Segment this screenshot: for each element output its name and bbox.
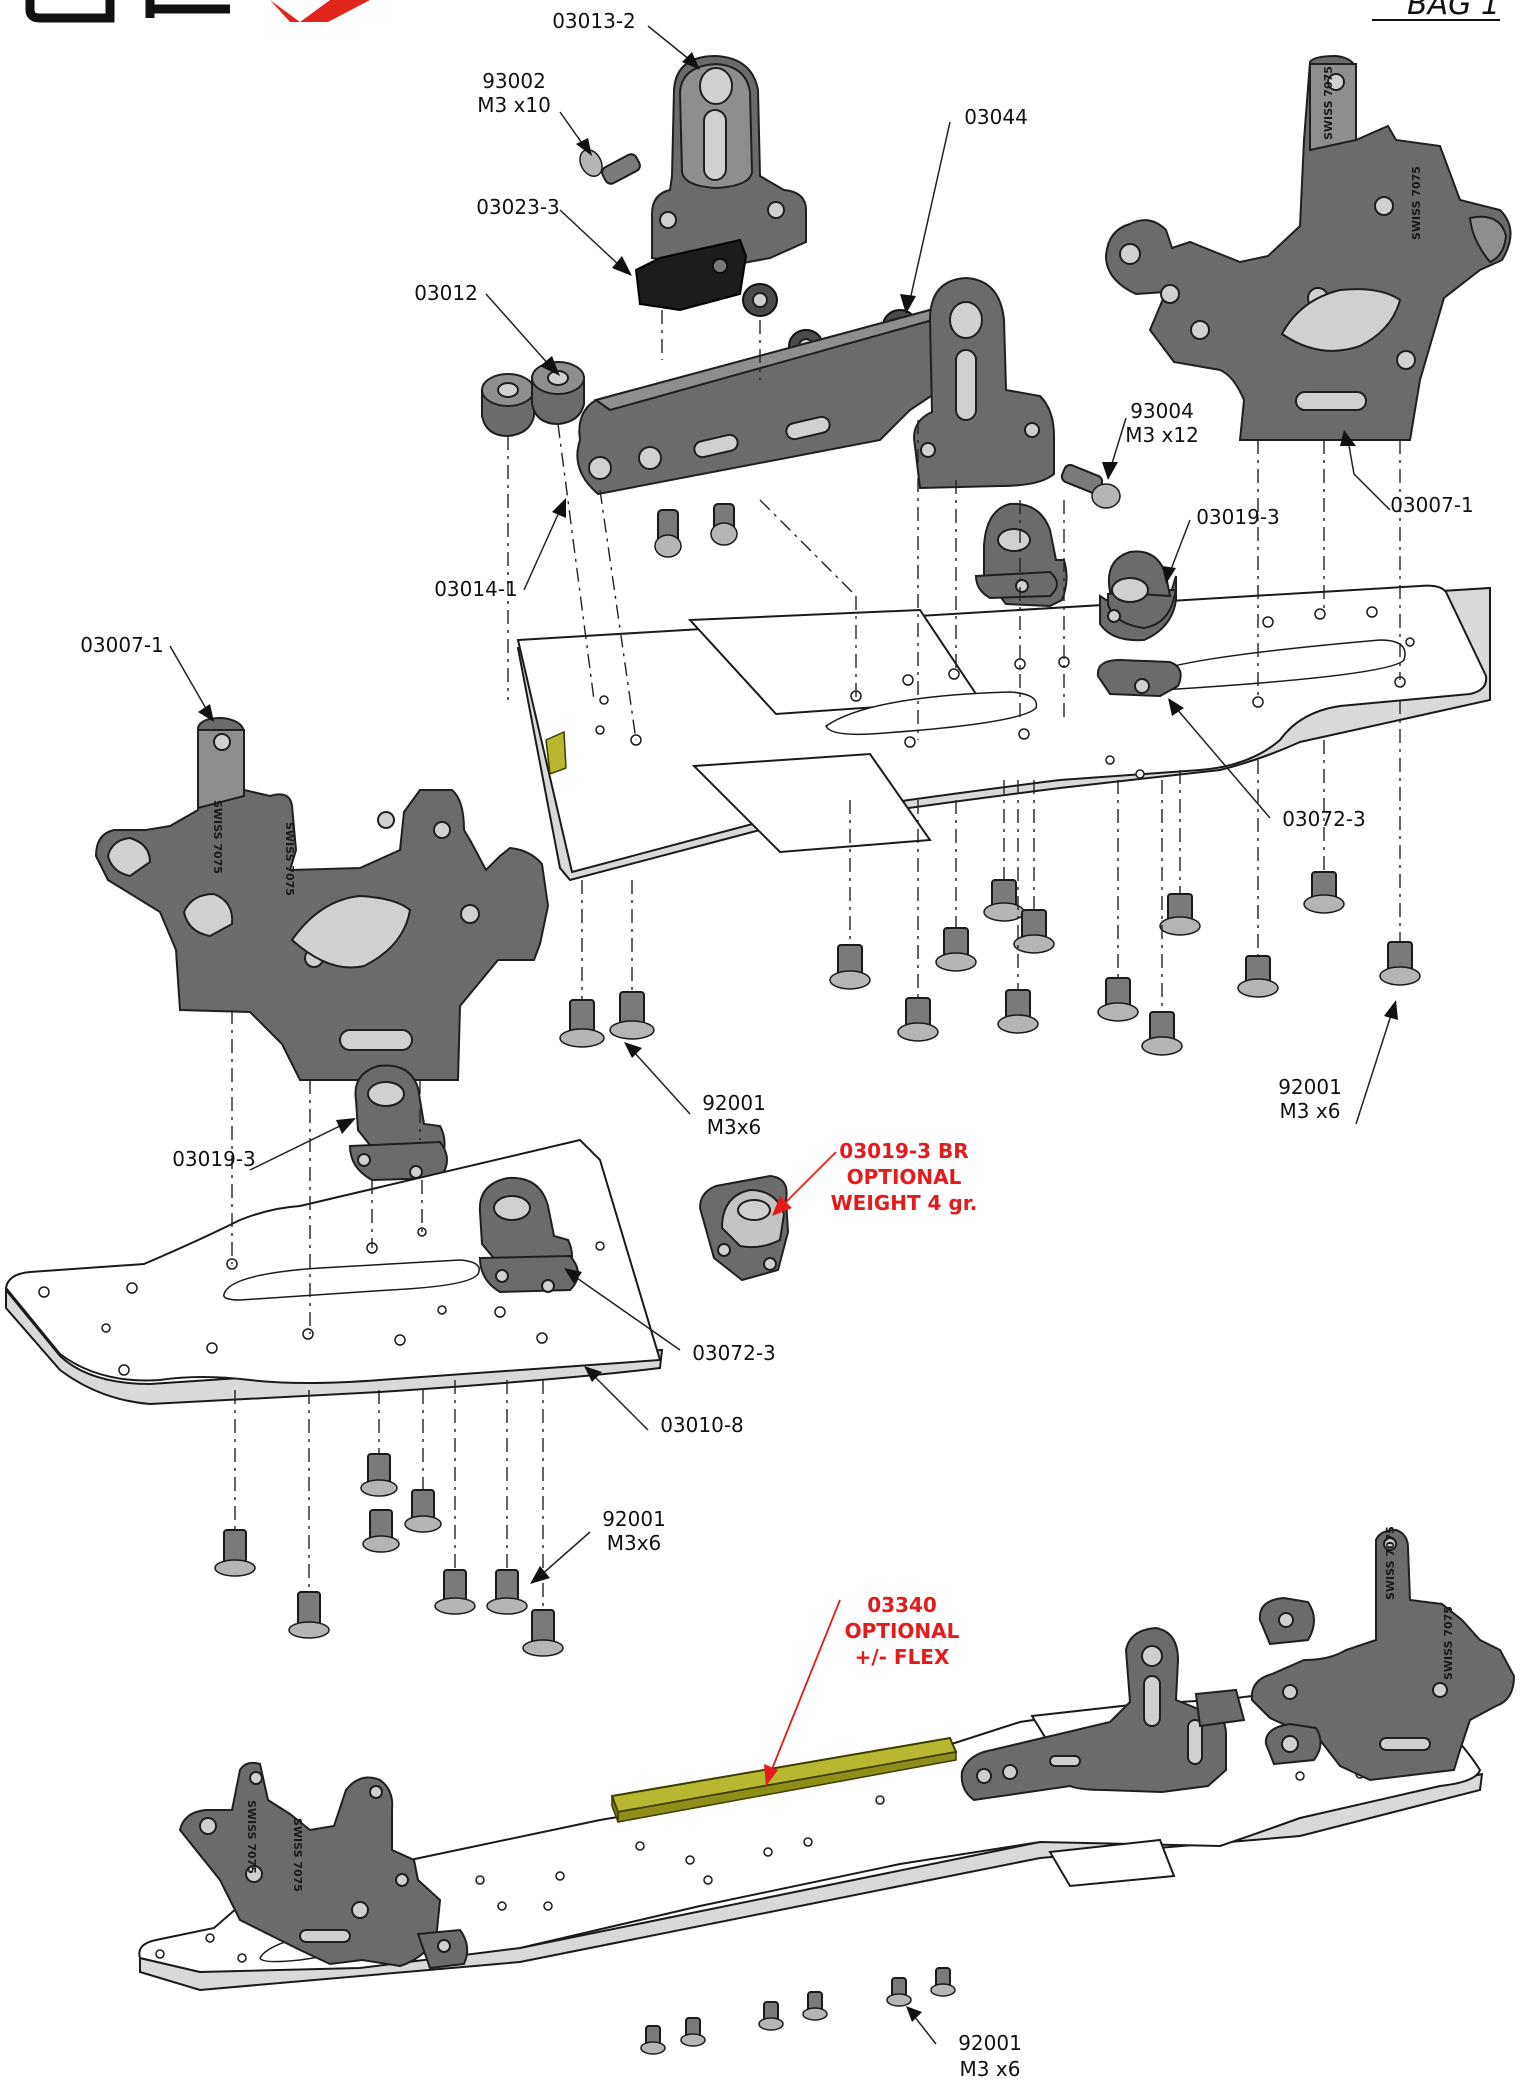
assembled-rear-bulkheads: SWISS 7075 SWISS 7075	[960, 1526, 1516, 1802]
bulkhead-03007-1-top: SWISS 7075 SWISS 7075	[1104, 54, 1512, 441]
page-code: BAG 1	[1407, 0, 1500, 22]
label-03012: 03012	[414, 281, 478, 305]
mount-03019-3-mid	[974, 502, 1068, 608]
bulkhead-arm-03014-1	[576, 308, 961, 496]
svg-text:SWISS 7075: SWISS 7075	[245, 1800, 258, 1874]
alignment-guides	[231, 310, 1401, 1610]
mount-03019-3-left-b	[478, 1176, 579, 1294]
svg-text:SWISS 7075: SWISS 7075	[283, 822, 296, 896]
leader-lines	[169, 25, 1398, 2045]
screw-93002	[579, 149, 641, 185]
label-92001-right-code: 92001	[1278, 1075, 1342, 1099]
screws-92001-left-row	[214, 1453, 564, 1657]
label-03007-1-top: 03007-1	[1390, 493, 1474, 517]
label-03019-3-top: 03019-3	[1196, 505, 1280, 529]
label-03023-3: 03023-3	[476, 195, 560, 219]
label-03019-3-left: 03019-3	[172, 1147, 256, 1171]
label-03013-2: 03013-2	[552, 9, 636, 33]
bulkhead-03013-2	[651, 54, 807, 270]
mount-03019-3-left	[348, 1064, 448, 1182]
label-92001-left-size: M3x6	[607, 1531, 662, 1555]
mount-03019-3-top	[1099, 550, 1178, 642]
label-03044: 03044	[964, 105, 1028, 129]
label-03010-8: 03010-8	[660, 1413, 744, 1437]
label-92001-mid-code: 92001	[702, 1091, 766, 1115]
callout-optional-br-line3: WEIGHT 4 gr.	[831, 1191, 978, 1215]
label-03072-3-left: 03072-3	[692, 1341, 776, 1365]
part-labels: 03013-2 93002 M3 x10 03023-3 03044 03012…	[80, 9, 1474, 2081]
svg-text:SWISS 7075: SWISS 7075	[1322, 66, 1335, 140]
svg-text:SWISS 7075: SWISS 7075	[1410, 166, 1423, 240]
screw-pair-front	[654, 503, 738, 558]
callout-optional-br-line2: OPTIONAL	[847, 1165, 962, 1189]
screw-93004	[1060, 463, 1121, 509]
label-93002-code: 93002	[482, 69, 546, 93]
screws-92001-bottom-row	[640, 1967, 956, 2055]
optional-block-03019-3-br	[698, 1174, 790, 1282]
label-92001-right-size: M3 x6	[1280, 1099, 1341, 1123]
callout-optional-flex-line3: +/- FLEX	[855, 1645, 950, 1669]
label-92001-bottom-size: M3 x6	[960, 2057, 1021, 2081]
top-chassis-plate	[516, 584, 1491, 882]
callout-optional-flex-line1: 03340	[867, 1593, 937, 1617]
label-92001-mid-size: M3x6	[707, 1115, 762, 1139]
brand-logo	[25, 0, 370, 23]
carbon-plate-03023-3	[634, 238, 748, 312]
upright-03014-1	[912, 276, 1055, 490]
spacer-03012-a	[481, 373, 535, 438]
flex-bar-03340	[610, 1736, 958, 1823]
label-93002-size: M3 x10	[477, 93, 551, 117]
screws-92001-top-row	[559, 871, 1421, 1056]
label-03007-1-left: 03007-1	[80, 633, 164, 657]
svg-text:SWISS 7075: SWISS 7075	[1384, 1526, 1397, 1600]
callout-optional-br-line1: 03019-3 BR	[839, 1139, 968, 1163]
mount-03072-3-top	[1096, 658, 1182, 698]
label-03014-1: 03014-1	[434, 577, 518, 601]
svg-text:SWISS 7075: SWISS 7075	[291, 1818, 304, 1892]
svg-text:SWISS 7075: SWISS 7075	[1442, 1606, 1455, 1680]
svg-text:SWISS 7075: SWISS 7075	[211, 800, 224, 874]
label-92001-left-code: 92001	[602, 1507, 666, 1531]
label-03072-3-top: 03072-3	[1282, 807, 1366, 831]
bulkhead-03007-1-left: SWISS 7075 SWISS 7075	[94, 716, 550, 1081]
assembled-front-bulkhead: SWISS 7075 SWISS 7075	[178, 1761, 469, 1970]
callout-optional-flex-line2: OPTIONAL	[845, 1619, 960, 1643]
label-93004-size: M3 x12	[1125, 423, 1199, 447]
ballbearing-03044-a	[742, 283, 778, 317]
label-93004-code: 93004	[1130, 399, 1194, 423]
label-92001-bottom-code: 92001	[958, 2031, 1022, 2055]
